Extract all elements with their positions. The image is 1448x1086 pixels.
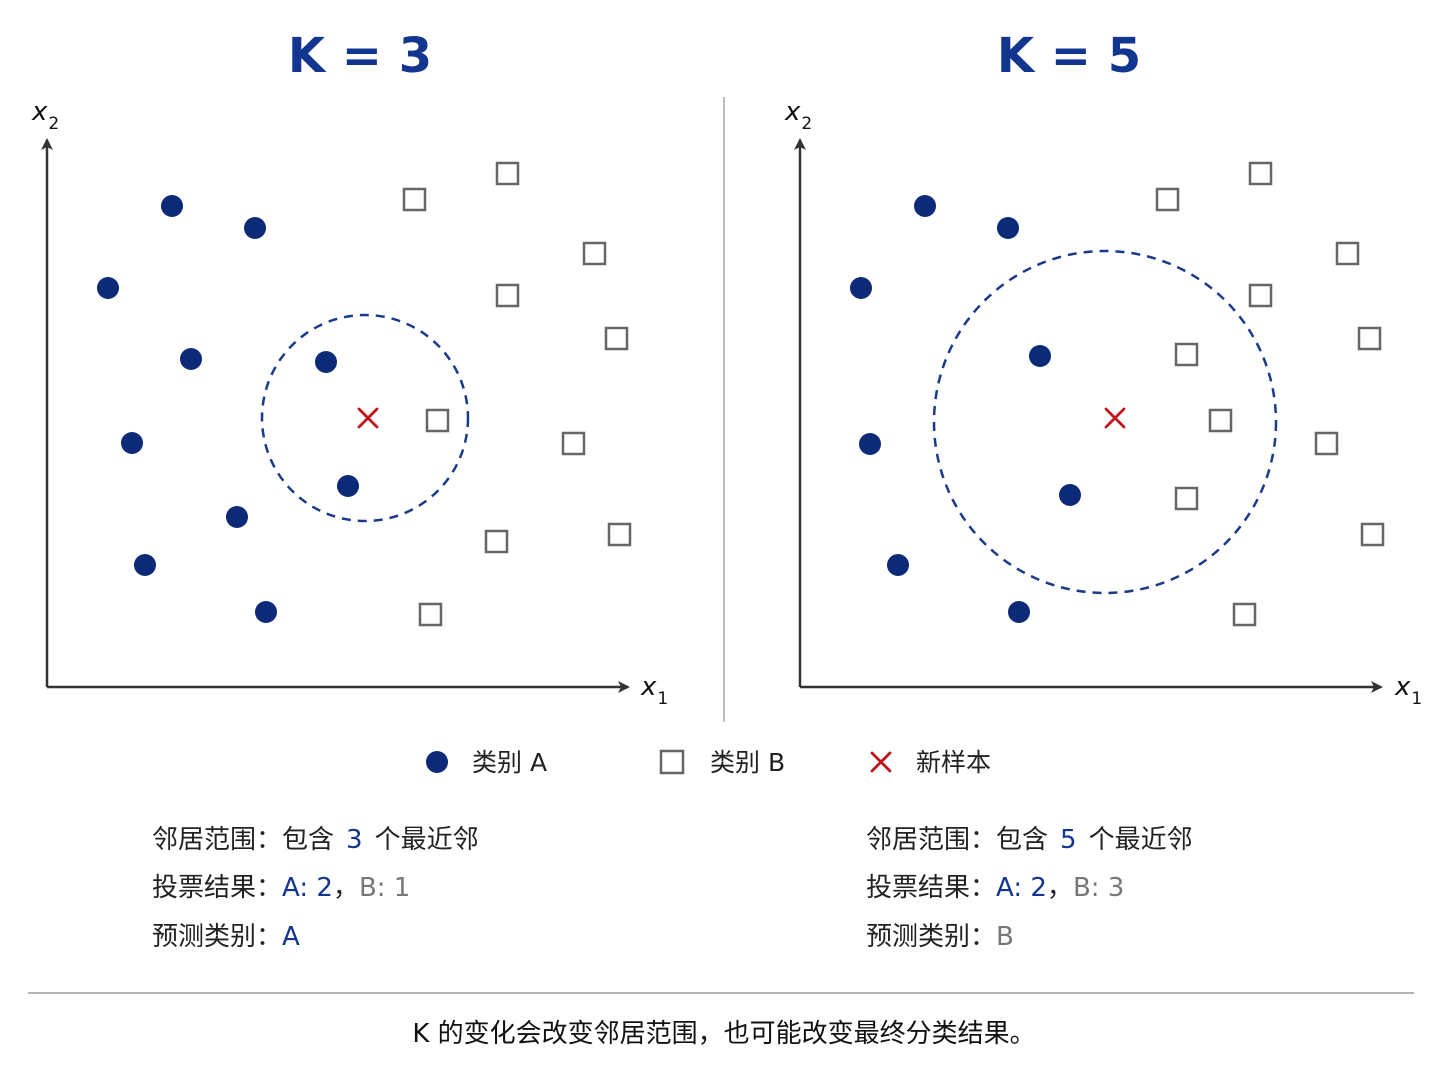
class-b-point bbox=[1232, 602, 1257, 627]
class-a-point bbox=[850, 277, 872, 299]
class-b-point bbox=[1335, 241, 1360, 266]
class-b-point bbox=[1357, 326, 1382, 351]
class-a-point bbox=[97, 277, 119, 299]
class-b-point bbox=[582, 241, 607, 266]
class-b-point bbox=[604, 326, 629, 351]
class-b-points-k5 bbox=[1155, 161, 1385, 627]
new-sample-marker-k5 bbox=[1104, 407, 1126, 429]
class-b-point bbox=[495, 283, 520, 308]
panel-title-k3: K = 3 bbox=[288, 28, 432, 84]
class-a-point bbox=[887, 554, 909, 576]
class-a-points-k3 bbox=[97, 195, 359, 623]
legend-class-b-label: 类别 B bbox=[710, 748, 785, 777]
panel-k5: K = 5 x2 x1 bbox=[784, 28, 1422, 709]
class-a-point bbox=[1008, 601, 1030, 623]
class-a-point bbox=[1029, 345, 1051, 367]
class-b-point bbox=[418, 602, 443, 627]
x-axis-label-k3: x1 bbox=[640, 672, 668, 709]
class-a-points-k5 bbox=[850, 195, 1081, 623]
legend-class-a-marker bbox=[426, 751, 448, 773]
class-b-point bbox=[484, 529, 509, 554]
class-b-point bbox=[1248, 283, 1273, 308]
class-b-point bbox=[561, 431, 586, 456]
y-axis-label-k3: x2 bbox=[31, 97, 59, 134]
class-b-point bbox=[1248, 161, 1273, 186]
neighbor-range-circle-k5 bbox=[932, 249, 1278, 595]
legend-new-sample-label: 新样本 bbox=[916, 748, 991, 777]
class-a-point bbox=[997, 217, 1019, 239]
class-b-point bbox=[607, 522, 632, 547]
info-vote-k3: 投票结果：A: 2，B: 1 bbox=[152, 873, 410, 903]
class-b-point bbox=[495, 161, 520, 186]
class-b-point bbox=[1155, 187, 1180, 212]
class-a-point bbox=[255, 601, 277, 623]
new-sample-marker-k3 bbox=[357, 407, 379, 429]
class-b-point bbox=[1360, 522, 1385, 547]
class-b-point bbox=[1174, 486, 1199, 511]
legend-new-sample-marker bbox=[870, 751, 892, 773]
panel-k3: K = 3 x2 x1 bbox=[31, 28, 668, 709]
class-b-point bbox=[1208, 408, 1233, 433]
class-a-point bbox=[914, 195, 936, 217]
class-a-point bbox=[180, 348, 202, 370]
class-a-point bbox=[244, 217, 266, 239]
class-a-point bbox=[121, 432, 143, 454]
class-b-point bbox=[1174, 342, 1199, 367]
class-b-point bbox=[402, 187, 427, 212]
class-a-point bbox=[859, 433, 881, 455]
class-b-points-k3 bbox=[402, 161, 632, 627]
legend: 类别 A 类别 B 新样本 bbox=[426, 748, 991, 777]
info-prediction-k3: 预测类别：A bbox=[152, 922, 300, 952]
x-axis-label-k5: x1 bbox=[1394, 672, 1422, 709]
class-b-point bbox=[1314, 431, 1339, 456]
class-a-point bbox=[1059, 484, 1081, 506]
class-a-point bbox=[161, 195, 183, 217]
legend-class-a-label: 类别 A bbox=[472, 748, 547, 777]
class-a-point bbox=[337, 475, 359, 497]
y-axis-label-k5: x2 bbox=[784, 97, 812, 134]
class-a-point bbox=[226, 506, 248, 528]
info-vote-k5: 投票结果：A: 2，B: 3 bbox=[866, 873, 1124, 903]
neighbor-range-circle-k3 bbox=[260, 313, 470, 523]
class-b-point bbox=[425, 408, 450, 433]
info-prediction-k5: 预测类别：B bbox=[866, 922, 1014, 952]
legend-class-b-marker bbox=[659, 749, 685, 775]
class-a-point bbox=[134, 554, 156, 576]
panel-title-k5: K = 5 bbox=[997, 28, 1141, 84]
class-a-point bbox=[315, 351, 337, 373]
caption: K 的变化会改变邻居范围，也可能改变最终分类结果。 bbox=[412, 1019, 1035, 1049]
